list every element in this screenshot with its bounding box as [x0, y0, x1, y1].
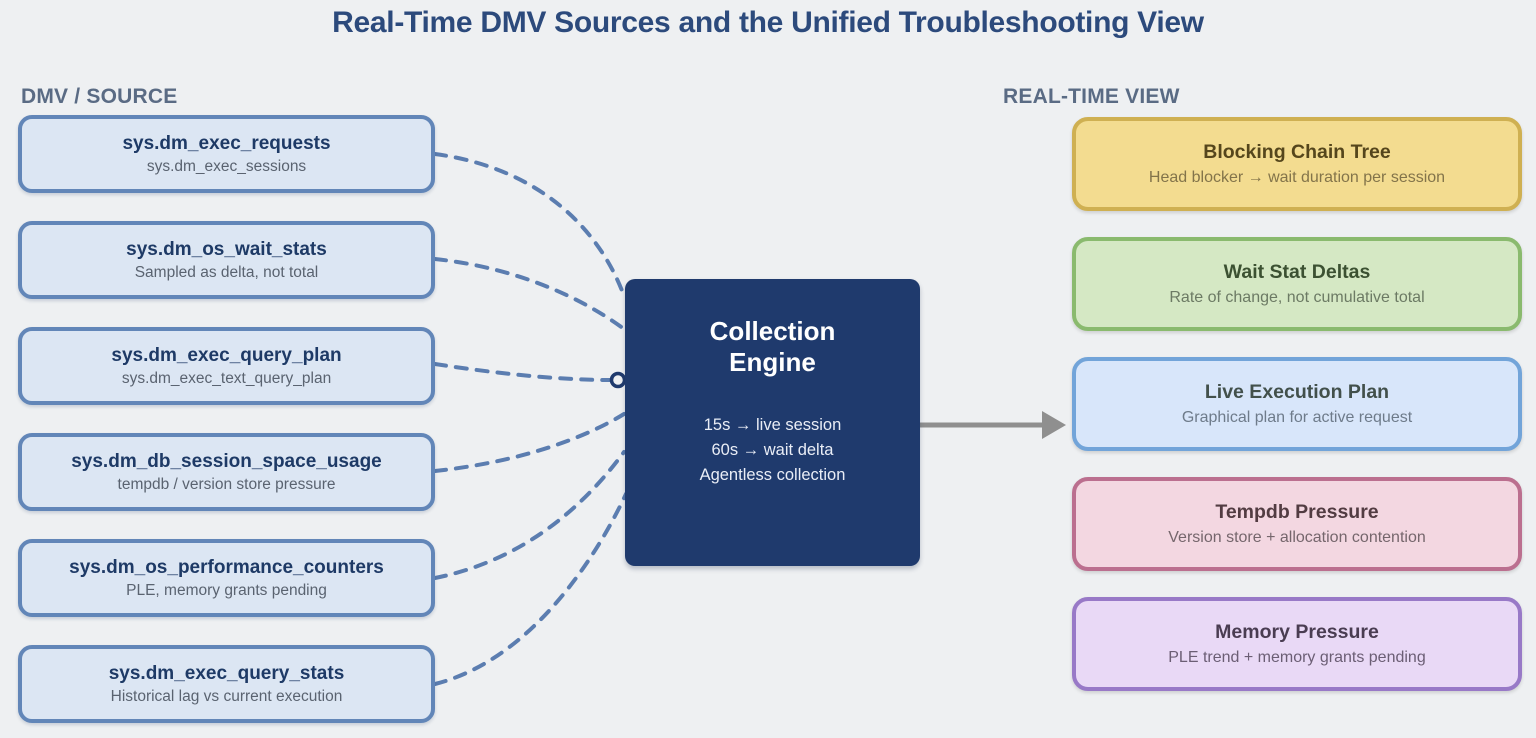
view-column-header: REAL-TIME VIEW — [1003, 85, 1180, 108]
source-node-dm-os-wait-stats: sys.dm_os_wait_stats Sampled as delta, n… — [18, 221, 435, 299]
source-column: sys.dm_exec_requests sys.dm_exec_session… — [18, 115, 435, 723]
source-node-subtitle: sys.dm_exec_sessions — [146, 157, 307, 175]
flow-arrowhead-icon — [1042, 411, 1066, 439]
source-node-title: sys.dm_db_session_space_usage — [71, 450, 382, 472]
view-node-title: Tempdb Pressure — [1215, 501, 1379, 523]
source-node-title: sys.dm_os_performance_counters — [69, 556, 384, 578]
engine-detail-line: 15s → live session — [703, 416, 842, 434]
source-node-title: sys.dm_exec_query_plan — [111, 344, 342, 366]
collection-engine-title-line2: Engine — [729, 347, 816, 377]
source-node-title: sys.dm_exec_query_stats — [108, 662, 345, 684]
source-node-dm-os-performance-counters: sys.dm_os_performance_counters PLE, memo… — [18, 539, 435, 617]
view-node-subtitle: PLE trend + memory grants pending — [1168, 649, 1426, 666]
view-node-subtitle: Graphical plan for active request — [1181, 409, 1413, 426]
view-node-live-execution-plan: Live Execution Plan Graphical plan for a… — [1072, 357, 1522, 451]
engine-detail-line: 60s → wait delta — [711, 441, 834, 459]
connector-line — [433, 412, 626, 473]
source-node-title: sys.dm_os_wait_stats — [126, 238, 327, 260]
collection-engine-details: 15s → live session 60s → wait delta Agen… — [625, 413, 920, 488]
view-node-subtitle: Head blocker → wait duration per session — [1148, 169, 1446, 186]
source-node-dm-exec-query-stats: sys.dm_exec_query_stats Historical lag v… — [18, 645, 435, 723]
source-node-subtitle: tempdb / version store pressure — [117, 475, 336, 493]
page-title: Real-Time DMV Sources and the Unified Tr… — [332, 6, 1204, 39]
connector-end-circle — [609, 371, 627, 389]
view-column: Blocking Chain Tree Head blocker → wait … — [1072, 117, 1522, 691]
view-node-title: Live Execution Plan — [1204, 381, 1390, 403]
collection-engine-title: Collection Engine — [625, 279, 920, 378]
connector-line — [433, 492, 628, 686]
connector-line — [433, 152, 626, 298]
view-node-title: Memory Pressure — [1215, 621, 1379, 643]
view-node-title: Blocking Chain Tree — [1203, 141, 1391, 163]
view-node-memory-pressure: Memory Pressure PLE trend + memory grant… — [1072, 597, 1522, 691]
source-column-header: DMV / SOURCE — [21, 85, 178, 108]
connector-line — [433, 450, 626, 580]
view-node-subtitle: Rate of change, not cumulative total — [1169, 289, 1425, 306]
source-node-dm-exec-requests: sys.dm_exec_requests sys.dm_exec_session… — [18, 115, 435, 193]
view-node-wait-stat-deltas: Wait Stat Deltas Rate of change, not cum… — [1072, 237, 1522, 331]
view-node-title: Wait Stat Deltas — [1223, 261, 1371, 283]
connector-line — [433, 362, 612, 382]
view-node-blocking-chain-tree: Blocking Chain Tree Head blocker → wait … — [1072, 117, 1522, 211]
view-node-subtitle: Version store + allocation contention — [1168, 529, 1426, 546]
source-node-dm-db-session-space-usage: sys.dm_db_session_space_usage tempdb / v… — [18, 433, 435, 511]
connector-line — [433, 257, 626, 331]
engine-detail-line: Agentless collection — [699, 466, 846, 484]
source-node-subtitle: sys.dm_exec_text_query_plan — [121, 369, 332, 387]
source-node-subtitle: Historical lag vs current execution — [110, 687, 343, 705]
view-node-tempdb-pressure: Tempdb Pressure Version store + allocati… — [1072, 477, 1522, 571]
source-node-subtitle: Sampled as delta, not total — [134, 263, 319, 281]
source-node-subtitle: PLE, memory grants pending — [126, 581, 327, 599]
source-node-title: sys.dm_exec_requests — [122, 132, 331, 154]
source-node-dm-exec-query-plan: sys.dm_exec_query_plan sys.dm_exec_text_… — [18, 327, 435, 405]
collection-engine-title-line1: Collection — [709, 316, 836, 346]
collection-engine-node: Collection Engine 15s → live session 60s… — [625, 279, 920, 566]
